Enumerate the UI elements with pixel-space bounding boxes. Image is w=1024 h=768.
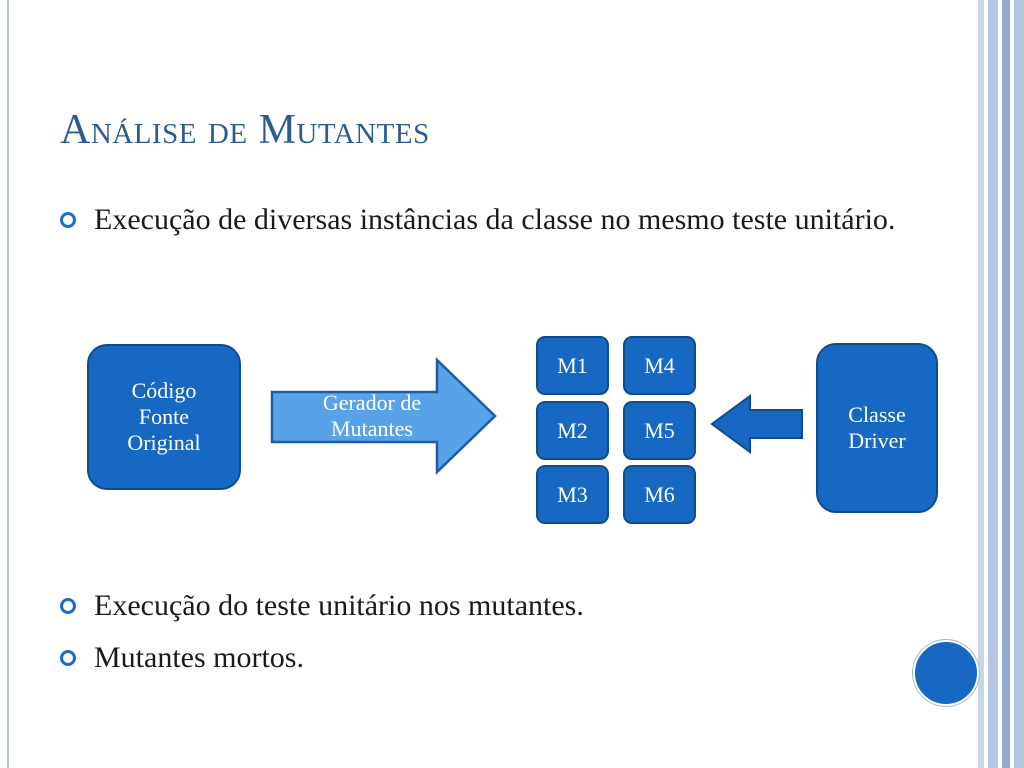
mutant-box-m3: M3: [536, 465, 609, 524]
driver-class-label: Classe Driver: [848, 402, 906, 453]
bullet-list-bottom-2: Mutantes mortos.: [60, 636, 930, 680]
decorative-circle: [913, 640, 979, 706]
generator-arrow-shape: [270, 357, 497, 475]
right-decorative-stripes: [978, 0, 1024, 768]
stripe: [1014, 0, 1024, 768]
stripe: [1010, 0, 1014, 768]
left-border-line: [7, 0, 9, 768]
driver-class-box: Classe Driver: [816, 343, 938, 513]
mutant-box-m6: M6: [623, 465, 696, 524]
mutant-box-m1: M1: [536, 336, 609, 395]
stripe: [1002, 0, 1010, 768]
source-code-label: Código Fonte Original: [127, 378, 201, 455]
source-code-box: Código Fonte Original: [87, 344, 241, 490]
bullet-circle-icon: [60, 212, 76, 228]
bullet-list-bottom: Execução do teste unitário nos mutantes.: [60, 584, 930, 628]
mutant-box-m5: M5: [623, 401, 696, 460]
bullet-item: Mutantes mortos.: [60, 636, 930, 680]
stripe: [998, 0, 1002, 768]
bullet-item: Execução do teste unitário nos mutantes.: [60, 584, 930, 628]
slide-title: Análise de Mutantes: [60, 107, 430, 153]
generator-arrow-label: Gerador de Mutantes: [322, 390, 422, 441]
driver-arrow-shape: [710, 394, 803, 454]
stripe: [988, 0, 998, 768]
mutant-box-m2: M2: [536, 401, 609, 460]
bullet-text: Execução do teste unitário nos mutantes.: [94, 589, 584, 622]
mutant-box-m4: M4: [623, 336, 696, 395]
bullet-text: Execução de diversas instâncias da class…: [94, 203, 896, 236]
bullet-circle-icon: [60, 598, 76, 614]
bullet-text: Mutantes mortos.: [94, 641, 304, 674]
bullet-item: Execução de diversas instâncias da class…: [60, 198, 930, 242]
stripe: [984, 0, 988, 768]
stripe: [978, 0, 984, 768]
bullet-circle-icon: [60, 650, 76, 666]
bullet-list-top: Execução de diversas instâncias da class…: [60, 198, 930, 242]
